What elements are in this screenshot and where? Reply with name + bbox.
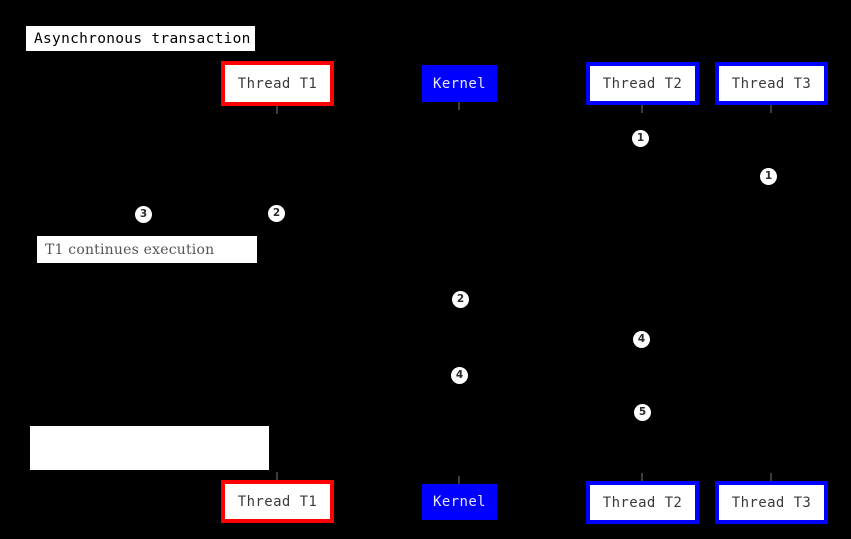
lifeline-header-kernel[interactable]: Kernel (422, 65, 497, 102)
lifeline-footer-thread-t3-label: Thread T3 (731, 494, 812, 511)
step-marker-4-kernel: 4 (451, 367, 468, 384)
lifeline-stub-thread-t1-bottom (276, 472, 278, 480)
note-t1-continues-execution: T1 continues execution (37, 236, 257, 263)
diagram-title: Asynchronous transaction (26, 26, 255, 51)
lifeline-header-thread-t2[interactable]: Thread T2 (586, 62, 699, 105)
step-marker-5-t2: 5 (634, 404, 651, 421)
lifeline-stub-thread-t1-top (276, 106, 278, 114)
step-marker-4-t2: 4 (633, 331, 650, 348)
note-blank (30, 426, 269, 470)
step-marker-3-t1: 3 (135, 206, 152, 223)
step-marker-2-t1: 2 (268, 205, 285, 222)
lifeline-header-thread-t1[interactable]: Thread T1 (221, 61, 334, 106)
lifeline-stub-thread-t3-bottom (770, 473, 772, 481)
lifeline-footer-kernel[interactable]: Kernel (422, 484, 497, 520)
note-t1-continues-execution-text: T1 continues execution (45, 241, 215, 258)
step-marker-1-t2: 1 (632, 130, 649, 147)
lifeline-header-kernel-label: Kernel (433, 75, 486, 92)
step-marker-2-kernel: 2 (452, 291, 469, 308)
lifeline-stub-thread-t3-top (770, 105, 772, 113)
lifeline-stub-thread-t2-top (641, 105, 643, 113)
lifeline-header-thread-t3[interactable]: Thread T3 (715, 62, 828, 105)
lifeline-footer-thread-t1[interactable]: Thread T1 (221, 480, 334, 523)
lifeline-footer-thread-t2-label: Thread T2 (602, 494, 683, 511)
lifeline-footer-kernel-label: Kernel (433, 494, 486, 510)
lifeline-footer-thread-t1-label: Thread T1 (237, 493, 318, 510)
lifeline-footer-thread-t3[interactable]: Thread T3 (715, 481, 828, 524)
lifeline-stub-thread-t2-bottom (641, 473, 643, 481)
lifeline-stub-kernel-top (458, 102, 460, 110)
lifeline-footer-thread-t2[interactable]: Thread T2 (586, 481, 699, 524)
step-marker-1-t3: 1 (760, 168, 777, 185)
lifeline-stub-kernel-bottom (458, 476, 460, 484)
lifeline-header-thread-t2-label: Thread T2 (602, 75, 683, 92)
lifeline-header-thread-t1-label: Thread T1 (237, 75, 318, 92)
lifeline-header-thread-t3-label: Thread T3 (731, 75, 812, 92)
